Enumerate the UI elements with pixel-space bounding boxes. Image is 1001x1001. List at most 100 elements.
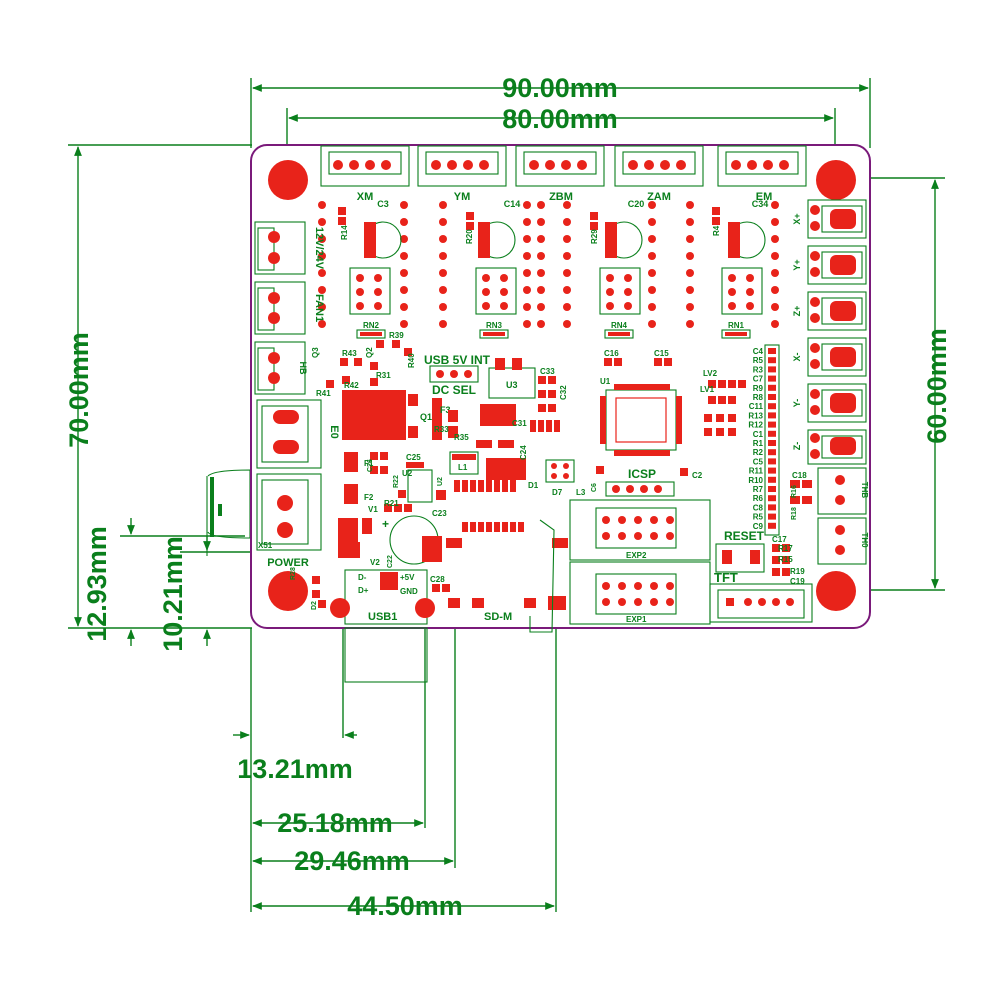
connector-e0: E0 — [256, 399, 340, 469]
svg-text:Q1: Q1 — [420, 412, 432, 422]
svg-text:FAN1: FAN1 — [313, 294, 325, 322]
svg-text:C18: C18 — [792, 471, 807, 480]
label-tft: TFT — [714, 570, 738, 585]
svg-text:RN4: RN4 — [611, 321, 628, 330]
label-dc-sel: DC SEL — [432, 383, 476, 397]
svg-text:EXP2: EXP2 — [626, 551, 647, 560]
svg-text:R41: R41 — [316, 389, 331, 398]
svg-text:R33: R33 — [434, 425, 449, 434]
driver-resistors: R14 R20 R29 R4 — [338, 207, 721, 244]
svg-text:EXP1: EXP1 — [626, 615, 647, 624]
right-column-pad — [768, 394, 776, 400]
right-passive-column: C4R5R3C7R9R8C11R13R12C1R1R2C5R11R10R7R6C… — [748, 344, 780, 536]
connector-fan1: FAN1 — [254, 281, 325, 335]
svg-text:R42: R42 — [344, 381, 359, 390]
svg-text:R4: R4 — [712, 225, 721, 236]
right-column-pad — [768, 458, 776, 465]
right-column-label: R10 — [748, 476, 763, 485]
svg-text:R22: R22 — [393, 475, 400, 488]
svg-text:R43: R43 — [342, 349, 357, 358]
svg-text:R21: R21 — [384, 499, 399, 508]
svg-text:C32: C32 — [559, 385, 568, 400]
driver-capacitors: C3 C14 C20 C34 — [364, 199, 768, 259]
svg-text:D1: D1 — [528, 481, 539, 490]
connector-power-jack: POWER — [256, 473, 322, 569]
connector-xm: XM — [320, 145, 410, 203]
microstep-jumpers — [349, 267, 763, 315]
svg-text:D+: D+ — [358, 586, 369, 595]
thermistor-connectors: THB TH0 — [817, 467, 869, 565]
right-column-label: R2 — [753, 448, 764, 457]
right-column-pad — [768, 412, 776, 419]
svg-text:C19: C19 — [790, 577, 805, 586]
right-connectors: X+ Y+ Z+ X- Y- Z- — [792, 199, 869, 565]
svg-text:12V/24V: 12V/24V — [313, 227, 325, 270]
right-column-pad — [768, 495, 776, 502]
svg-text:R17: R17 — [778, 544, 793, 553]
svg-text:R28: R28 — [290, 567, 297, 580]
dim-overall-height: 70.00mm — [64, 332, 94, 448]
label-usb-5v-int: USB 5V INT — [424, 353, 491, 367]
right-column-pad — [768, 357, 776, 364]
connector-zbm: ZBM — [515, 145, 605, 203]
right-column-pad — [768, 375, 776, 382]
svg-text:D7: D7 — [552, 488, 563, 497]
svg-text:RN1: RN1 — [728, 321, 745, 330]
svg-text:X+: X+ — [792, 213, 802, 224]
svg-text:X-: X- — [792, 352, 802, 361]
svg-text:C17: C17 — [772, 535, 787, 544]
right-column-label: R3 — [753, 365, 764, 374]
svg-text:F3: F3 — [440, 405, 451, 415]
svg-text:C14: C14 — [504, 199, 521, 209]
label-zam: ZAM — [647, 191, 671, 203]
mcu-u1: U1 — [600, 377, 682, 456]
svg-text:R16: R16 — [791, 485, 798, 498]
right-column-label: R7 — [753, 485, 764, 494]
dim-hole-span-y: 60.00mm — [922, 328, 952, 444]
right-column-label: R9 — [753, 384, 764, 393]
svg-text:F2: F2 — [364, 493, 374, 502]
svg-text:C33: C33 — [540, 367, 555, 376]
svg-text:C24: C24 — [519, 445, 528, 460]
right-column-label: R5 — [753, 356, 764, 365]
right-column-pad — [768, 384, 776, 391]
right-column-label: R11 — [749, 467, 764, 476]
svg-text:C6: C6 — [591, 483, 598, 492]
label-xm: XM — [357, 191, 374, 203]
dim-overall-width: 90.00mm — [502, 73, 618, 103]
svg-text:Z+: Z+ — [792, 306, 802, 317]
svg-text:C31: C31 — [512, 419, 527, 428]
svg-text:V2: V2 — [370, 558, 380, 567]
connector-power-in: 12V/24V — [254, 221, 325, 275]
svg-text:R39: R39 — [389, 331, 404, 340]
right-column-label: C5 — [753, 457, 764, 466]
right-column-pad — [768, 467, 776, 474]
connector-hb: HB — [254, 341, 308, 395]
right-column-label: C11 — [749, 402, 764, 411]
driver-areas: C3 C14 C20 C34 R14 R20 R29 R4 — [318, 199, 779, 339]
svg-text:R18: R18 — [791, 507, 798, 520]
svg-text:R19: R19 — [790, 567, 805, 576]
top-connectors: XM YM ZBM ZAM EM — [320, 145, 807, 203]
right-column-pad — [768, 421, 776, 428]
connector-ym: YM — [417, 145, 507, 203]
svg-text:R29: R29 — [590, 229, 599, 244]
mounting-holes — [268, 160, 856, 611]
dim-hole-span-x: 80.00mm — [502, 104, 618, 134]
svg-text:SD-M: SD-M — [484, 611, 512, 623]
svg-text:X51: X51 — [258, 541, 273, 550]
svg-text:D-: D- — [358, 573, 367, 582]
svg-text:RN3: RN3 — [486, 321, 503, 330]
dim-sd-edge-offset: 44.50mm — [347, 891, 463, 921]
right-column-pad — [768, 366, 776, 373]
svg-text:C2: C2 — [692, 471, 703, 480]
usb-connector: D- D+ +5V GND USB1 — [330, 569, 435, 683]
svg-text:R14: R14 — [340, 225, 349, 240]
dim-usb-hole-offset: 25.18mm — [277, 808, 393, 838]
svg-text:C22: C22 — [387, 555, 394, 568]
right-column-label: R1 — [753, 439, 764, 448]
right-column-label: C7 — [753, 375, 764, 384]
right-column-label: C4 — [753, 347, 764, 356]
svg-text:R20: R20 — [465, 229, 474, 244]
driver-pin-columns — [318, 201, 779, 328]
